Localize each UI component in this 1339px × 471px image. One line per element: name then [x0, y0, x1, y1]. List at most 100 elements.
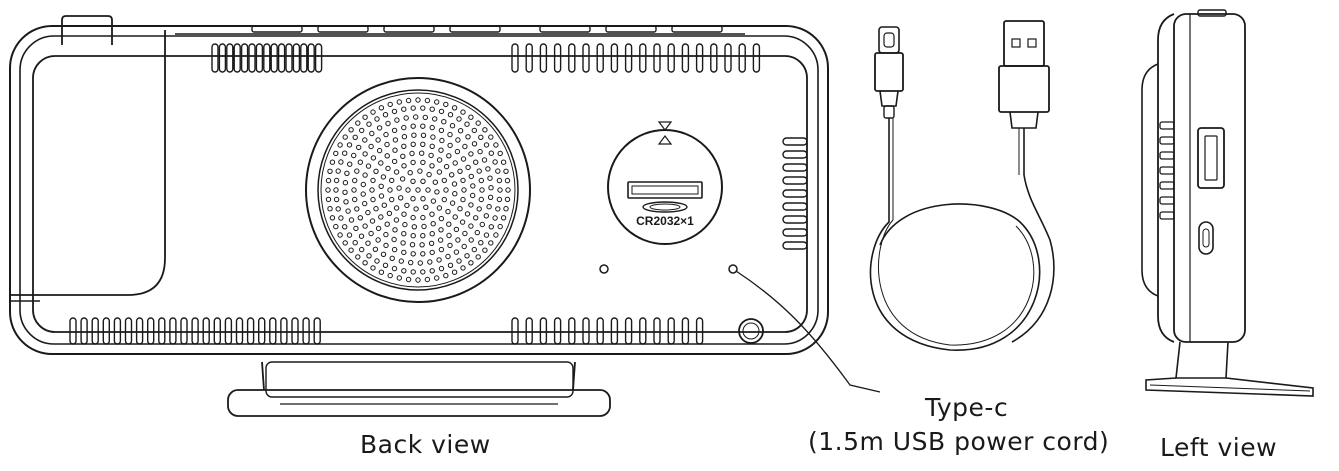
speaker-hole [462, 230, 468, 237]
vent-slot [300, 43, 308, 73]
speaker-hole [411, 224, 417, 230]
speaker-hole [410, 178, 416, 185]
speaker-hole [460, 177, 466, 184]
speaker-hole [420, 233, 426, 239]
vent-slot [610, 43, 619, 73]
speaker-hole [493, 142, 499, 148]
speaker-hole [394, 117, 400, 123]
speaker-hole [420, 178, 426, 185]
speaker-hole [399, 176, 406, 182]
speaker-hole [369, 187, 375, 193]
speaker-hole [391, 265, 398, 272]
vent-slot [226, 43, 234, 73]
speaker-hole [401, 231, 407, 237]
speaker-hole [333, 187, 339, 193]
speaker-hole [391, 108, 398, 115]
speaker-hole [429, 106, 435, 112]
speaker-hole [438, 227, 444, 233]
speaker-hole [410, 233, 416, 239]
speaker-hole [401, 143, 407, 150]
speaker-hole [378, 183, 384, 190]
speaker-hole [333, 223, 339, 230]
speaker-hole [389, 177, 395, 184]
speaker-hole [380, 174, 387, 180]
vent-slot [277, 43, 286, 73]
speaker-hole [338, 159, 344, 165]
vent-slot [710, 43, 718, 73]
speaker-hole [475, 120, 481, 126]
speaker-hole [473, 159, 479, 165]
speaker-hole [479, 187, 485, 193]
speaker-hole [434, 99, 440, 105]
speaker-hole [449, 123, 456, 129]
speaker-hole [396, 99, 402, 105]
speaker-hole [393, 205, 400, 211]
vent-slot [667, 317, 675, 345]
vent-slot [280, 317, 288, 345]
speaker-hole [420, 251, 426, 257]
speaker-hole [366, 121, 372, 127]
vent-slot [738, 43, 746, 73]
speaker-hole [346, 142, 353, 148]
speaker-hole [462, 143, 468, 150]
vent-slot [511, 317, 519, 345]
speaker-hole [374, 116, 380, 122]
vent-slot [292, 43, 301, 73]
speaker-hole [391, 236, 397, 243]
speaker-hole [348, 247, 354, 253]
speaker-hole [488, 240, 494, 246]
speaker-hole [405, 97, 412, 104]
speaker-hole [383, 131, 389, 138]
housing-inner [19, 35, 819, 345]
side-vent [782, 150, 808, 159]
speaker-hole [359, 246, 365, 253]
coin-battery-icon [607, 121, 723, 245]
side-fin [1159, 166, 1175, 175]
speaker-hole [389, 255, 395, 261]
speaker-hole [352, 177, 358, 184]
speaker-hole [393, 169, 400, 175]
speaker-hole [335, 168, 341, 174]
speaker-hole [342, 224, 348, 230]
speaker-hole [396, 185, 402, 191]
speaker-hole [445, 208, 451, 215]
speaker-hole [483, 142, 490, 148]
speaker-hole [478, 196, 484, 203]
vent-slot [653, 43, 661, 73]
speaker-hole [497, 150, 503, 157]
speaker-hole [374, 258, 380, 264]
speaker-hole [370, 109, 376, 115]
speaker-hole [413, 114, 419, 120]
speaker-hole [474, 229, 480, 236]
speaker-hole [333, 196, 340, 203]
side-fin [1159, 136, 1175, 145]
speaker-hole [471, 141, 478, 147]
speaker-hole [391, 127, 398, 134]
vent-slots-top-right [511, 43, 761, 73]
vent-slot [307, 43, 315, 73]
speaker-hole [398, 258, 404, 264]
vent-slot [146, 317, 155, 345]
speaker-hole [441, 119, 447, 125]
usb-c-plug-icon [874, 26, 904, 119]
speaker-hole [370, 177, 376, 184]
speaker-hole [417, 168, 423, 174]
back-view-drawing [9, 15, 881, 417]
speaker-hole [335, 206, 341, 212]
speaker-hole [419, 242, 425, 248]
speaker-hole [401, 106, 407, 112]
speaker-hole [389, 196, 395, 203]
speaker-hole [348, 217, 355, 223]
speaker-hole [430, 221, 436, 227]
speaker-hole [436, 257, 442, 263]
speaker-hole [342, 240, 348, 246]
speaker-hole [347, 161, 353, 167]
speaker-hole [383, 231, 389, 238]
speaker-hole [325, 187, 331, 193]
speaker-hole [386, 210, 393, 217]
speaker-hole [411, 132, 417, 138]
speaker-hole [446, 153, 452, 159]
speaker-hole [381, 202, 387, 208]
side-vent [782, 163, 808, 172]
